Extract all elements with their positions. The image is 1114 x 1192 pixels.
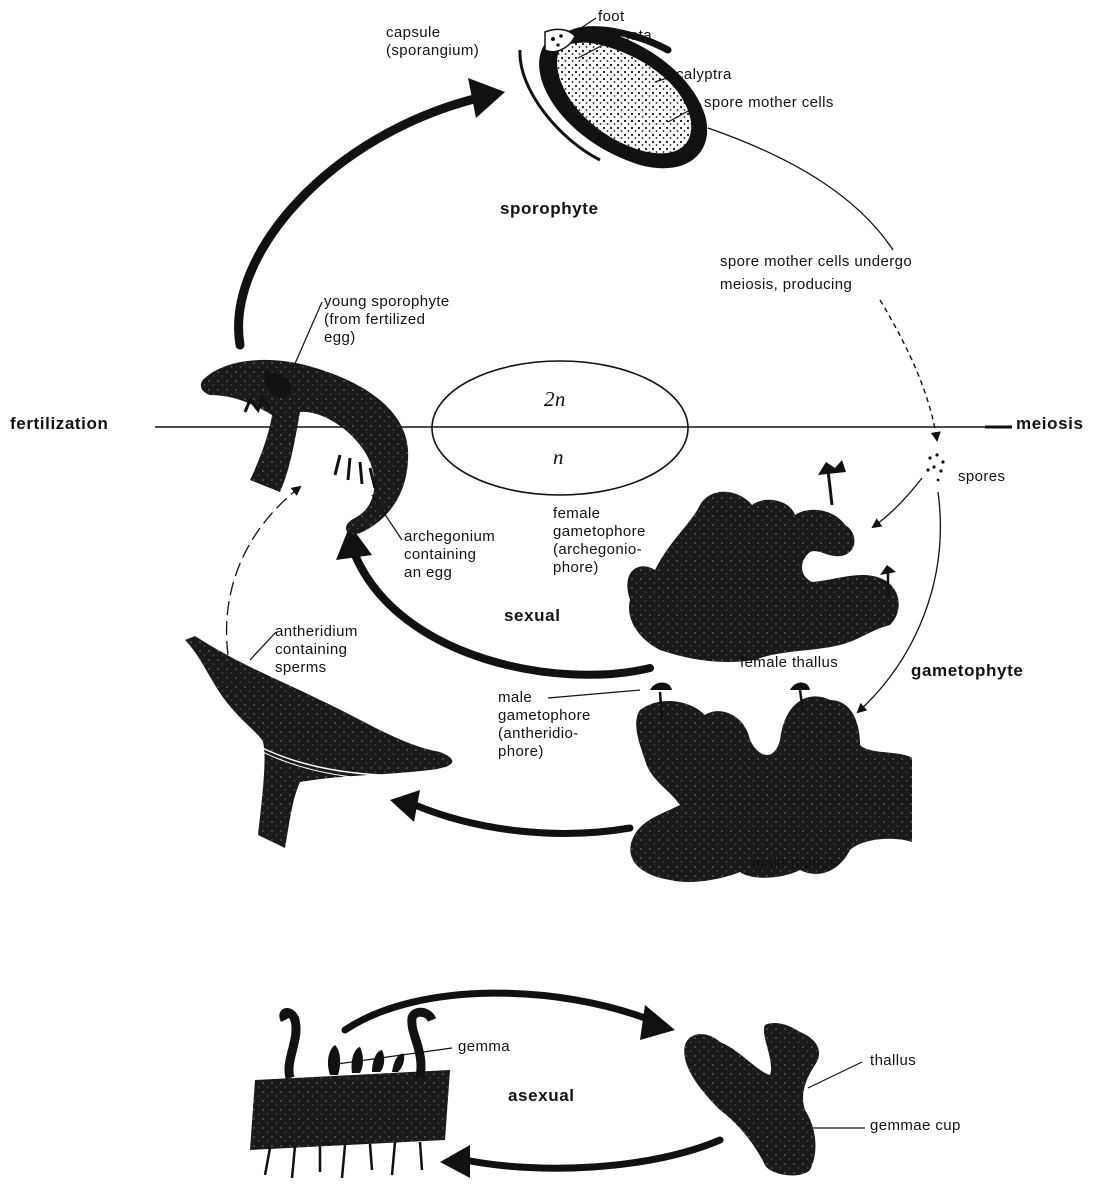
asexual-arrow-bottom bbox=[440, 1140, 720, 1178]
archegonium-label: archegonium containing an egg bbox=[404, 528, 495, 582]
male-thallus-drawing bbox=[630, 683, 912, 883]
thallus-label: thallus bbox=[870, 1052, 916, 1070]
spores-drawing bbox=[926, 453, 944, 481]
dashed-arc-to-spores bbox=[880, 300, 937, 440]
sexual-label: sexual bbox=[504, 607, 561, 625]
asexual-arrow-top bbox=[345, 993, 675, 1040]
diploid-label: 2n bbox=[544, 390, 566, 408]
asexual-label: asexual bbox=[508, 1087, 575, 1105]
asexual-thallus-drawing bbox=[684, 1023, 819, 1175]
spores-label: spores bbox=[958, 468, 1005, 486]
fertilization-label: fertilization bbox=[10, 415, 108, 433]
female-thallus-label: female thallus bbox=[740, 654, 838, 672]
seta-label: seta bbox=[622, 27, 652, 45]
calyptra-label: calyptra bbox=[676, 66, 732, 84]
sporophyte-title: sporophyte bbox=[500, 200, 599, 218]
arrow-to-antheridium bbox=[390, 790, 630, 833]
meiosis-note-label: spore mother cells undergo meiosis, prod… bbox=[720, 250, 912, 296]
capsule-label: capsule (sporangium) bbox=[386, 24, 479, 60]
antheridium-label: antheridium containing sperms bbox=[275, 623, 358, 677]
gemmae-cup-drawing bbox=[250, 1012, 450, 1178]
arrow-spores-to-female bbox=[873, 478, 922, 527]
capsule-drawing bbox=[520, 29, 707, 168]
haploid-label: n bbox=[553, 448, 564, 466]
arc-capsule-to-meiosis bbox=[708, 128, 893, 250]
young-sporophyte-label: young sporophyte (from fertilized egg) bbox=[324, 293, 450, 347]
gemma-label: gemma bbox=[458, 1038, 510, 1056]
male-thallus-label: male thallus bbox=[752, 855, 837, 873]
ploidy-ellipse bbox=[432, 361, 688, 495]
gemmae-cup-label: gemmae cup bbox=[870, 1117, 961, 1135]
female-thallus-drawing bbox=[627, 460, 898, 662]
meiosis-label: meiosis bbox=[1016, 415, 1084, 433]
gametophyte-title: gametophyte bbox=[911, 662, 1023, 680]
female-gametophore-label: female gametophore (archegonio- phore) bbox=[553, 505, 646, 577]
male-gametophore-label: male gametophore (antheridio- phore) bbox=[498, 689, 591, 761]
foot-label: foot bbox=[598, 8, 625, 26]
spore-mother-cells-label: spore mother cells bbox=[704, 94, 834, 112]
young-sporophyte-drawing bbox=[201, 360, 408, 534]
